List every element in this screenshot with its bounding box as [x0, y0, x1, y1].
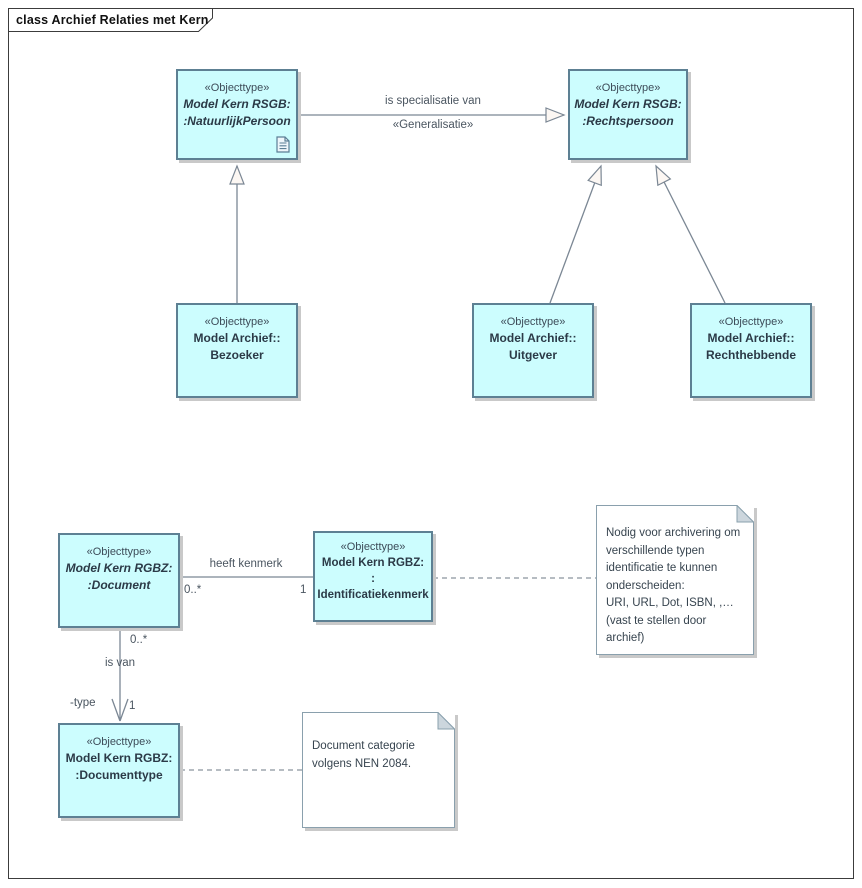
class-name: Model Kern RGBZ: : Identificatiekenmerk: [317, 557, 429, 601]
stereotype-label: «Objecttype»: [595, 82, 661, 94]
stereotype-label: «Objecttype»: [204, 82, 270, 94]
class-name: Model Archief:: Uitgever: [489, 331, 577, 362]
stereotype-label: «Objecttype»: [86, 546, 152, 558]
class-name: Model Kern RSGB: :NatuurlijkPersoon: [183, 97, 291, 128]
role-type: -type: [70, 697, 96, 709]
class-document[interactable]: «Objecttype» Model Kern RGBZ: :Document: [58, 533, 180, 628]
class-name: Model Archief:: Bezoeker: [193, 331, 281, 362]
note-text: Document categorie volgens NEN 2084.: [312, 740, 415, 770]
note-identificatie[interactable]: Nodig voor archivering om verschillende …: [596, 505, 754, 655]
stereotype-label: «Objecttype»: [500, 316, 566, 328]
note-documenttype[interactable]: Document categorie volgens NEN 2084.: [302, 712, 455, 828]
diagram-title: class Archief Relaties met Kern: [16, 13, 209, 27]
note-text: Nodig voor archivering om verschillende …: [606, 527, 741, 644]
generalization-rechthebbende-rechtspersoon[interactable]: [655, 164, 726, 304]
class-uitgever[interactable]: «Objecttype» Model Archief:: Uitgever: [472, 303, 594, 398]
class-identificatiekenmerk[interactable]: «Objecttype» Model Kern RGBZ: : Identifi…: [313, 531, 433, 622]
label-heeft-kenmerk: heeft kenmerk: [209, 558, 283, 570]
stereotype-label: «Objecttype»: [340, 541, 406, 553]
open-arrowhead: [111, 698, 129, 722]
class-rechthebbende[interactable]: «Objecttype» Model Archief:: Rechthebben…: [690, 303, 812, 398]
label-generalisatie-stereotype: «Generalisatie»: [392, 119, 474, 131]
class-name: Model Kern RSGB: :Rechtspersoon: [574, 97, 682, 128]
stereotype-label: «Objecttype»: [204, 316, 270, 328]
label-is-specialisatie-van: is specialisatie van: [385, 95, 481, 107]
multiplicity-heeft-kenmerk-target: 1: [300, 584, 307, 596]
class-natuurlijkpersoon[interactable]: «Objecttype» Model Kern RSGB: :Natuurlij…: [176, 69, 298, 160]
document-icon: [276, 136, 290, 153]
note-shape: [596, 505, 754, 655]
label-is-van: is van: [104, 657, 136, 669]
multiplicity-is-van-source: 0..*: [130, 634, 148, 646]
multiplicity-heeft-kenmerk-source: 0..*: [184, 584, 202, 596]
class-bezoeker[interactable]: «Objecttype» Model Archief:: Bezoeker: [176, 303, 298, 398]
class-name: Model Archief:: Rechthebbende: [705, 331, 796, 362]
diagram-frame: [8, 8, 854, 879]
class-name: Model Kern RGBZ: :Documenttype: [65, 751, 173, 782]
multiplicity-is-van-target: 1: [129, 700, 136, 712]
note-shape: [302, 712, 455, 828]
generalization-uitgever-rechtspersoon[interactable]: [549, 164, 602, 304]
diagram-title-tab: [8, 8, 213, 32]
stereotype-label: «Objecttype»: [718, 316, 784, 328]
class-name: Model Kern RGBZ: :Document: [65, 561, 173, 592]
class-documenttype[interactable]: «Objecttype» Model Kern RGBZ: :Documentt…: [58, 723, 180, 818]
class-rechtspersoon[interactable]: «Objecttype» Model Kern RSGB: :Rechtsper…: [568, 69, 688, 160]
stereotype-label: «Objecttype»: [86, 736, 152, 748]
